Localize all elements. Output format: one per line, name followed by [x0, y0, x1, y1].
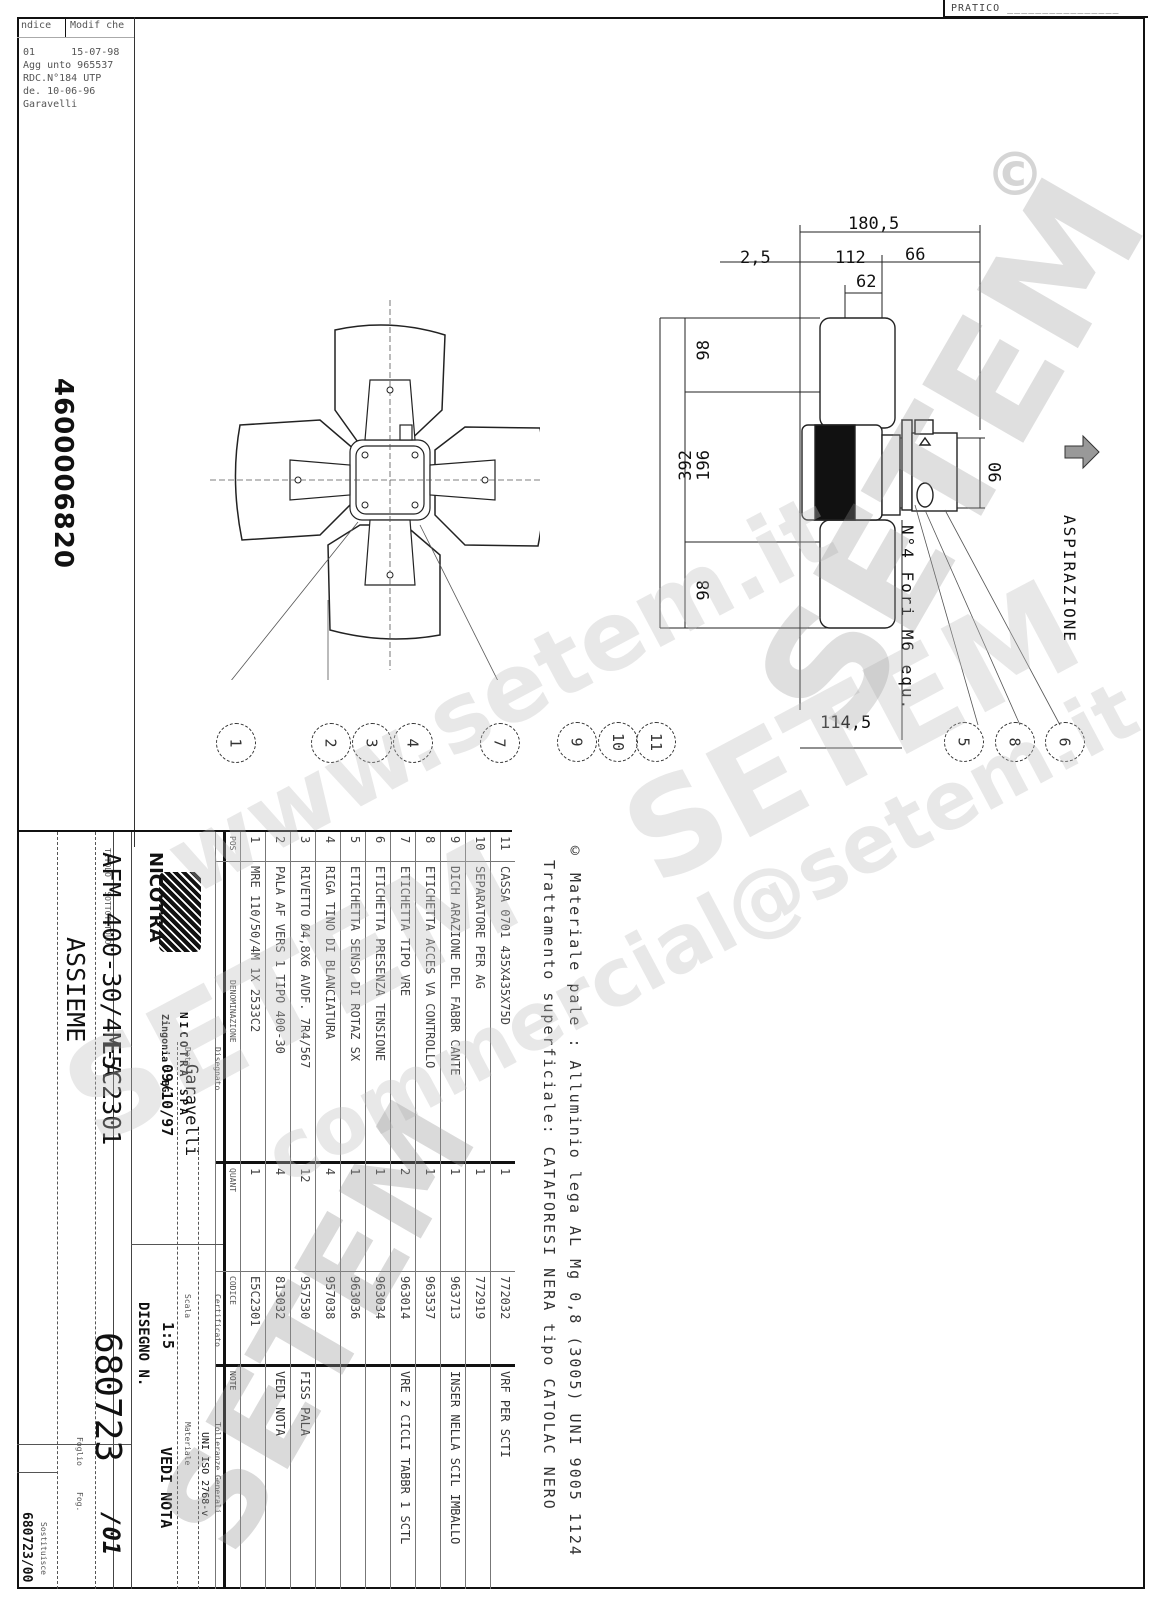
fan-front-view: [210, 300, 540, 680]
bom-row: 6 ETICHETTA PRESENZA TENSIONE 1 963034: [365, 832, 390, 1589]
balloon-9: 9: [557, 722, 597, 762]
bom-row: 7 ETICHETTA TIPO VRE 2 963014 VRE 2 CICL…: [390, 832, 415, 1589]
bom-row: 9 DICH ARAZIONE DEL FABBR CANTE 1 963713…: [440, 832, 465, 1589]
drawing-number: 680723: [87, 1332, 128, 1463]
scale-label: Scala: [183, 1294, 192, 1319]
logo-text: NICOTRA: [145, 852, 166, 943]
dim-motor: 66: [905, 245, 926, 265]
revision-line: Garavelli: [23, 99, 78, 110]
date-label: Data: [183, 1047, 192, 1067]
revision-line: Agg unto 965537: [23, 60, 114, 71]
bom-row: 1 MRE 110/50/4M 1X 2533C2 1 E5C2301: [240, 832, 265, 1589]
sheet-label: Foglio: [75, 1437, 84, 1466]
dim-blade-bottom: 98: [694, 580, 714, 601]
certification-label: Certificato: [213, 1294, 222, 1347]
bom-row: 5 ETICHETTA SENSO DI ROTAZ SX 1 963036: [340, 832, 365, 1589]
bom-row: 2 PALA AF VERS 1 TIPO 400-30 4 813032 VE…: [265, 832, 290, 1589]
dim-blade-top: 98: [694, 340, 714, 361]
dim-hub-diameter: 196: [694, 450, 714, 481]
revision-index-header: ndice: [17, 17, 66, 37]
material-label: Materiale: [183, 1422, 192, 1466]
company-logo-icon: [159, 872, 201, 952]
dim-inner: 62: [856, 272, 877, 292]
balloon-2: 2: [311, 723, 351, 763]
revision-changes-header: Modif che: [70, 20, 125, 31]
pratico-box: PRATICO ________________: [943, 0, 1148, 18]
sheet-suffix: /01: [97, 1512, 125, 1556]
dim-box-height: 90: [986, 462, 1006, 483]
treatment-note: Trattamento superficiale: CATAFORESI NER…: [540, 860, 558, 1511]
balloon-10: 10: [598, 722, 638, 762]
drawing-number-label: DISEGNO N.: [135, 1302, 151, 1387]
dim-total-diameter: 392: [676, 450, 696, 481]
balloon-4: 4: [393, 723, 433, 763]
designer-label: Disegnato: [213, 1047, 222, 1091]
tolerance-label: Tolleranze Generali: [213, 1422, 222, 1514]
balloon-1: 1: [216, 723, 256, 763]
bom-header-row: POS DENOMINAZIONE QUANT CODICE NOTE: [215, 832, 240, 1589]
company-name: NICOTRA SPA: [177, 1012, 190, 1118]
balloon-6: 6: [1045, 722, 1085, 762]
title-table-area: [17, 830, 512, 1589]
balloon-5: 5: [944, 722, 984, 762]
drawing-frame: [17, 17, 1145, 1589]
bom-row: 10 SEPARATORE PER AG 1 772919: [465, 832, 490, 1589]
model-name: AFM 400-30/4M-A: [97, 852, 126, 1078]
bom-row: 8 ETICHETTA ACCES VA CONTROLLO 1 963537: [415, 832, 440, 1589]
model-code: E5C2301: [97, 1040, 126, 1146]
balloon-7: 7: [480, 723, 520, 763]
drawing-subtitle: ASSIEME: [61, 937, 90, 1043]
replaces-value: 680723/00: [19, 1512, 34, 1583]
company-location: Zingonia - BG: [159, 1014, 170, 1093]
airflow-label: ASPIRAZIONE: [1060, 515, 1079, 643]
revision-date: 15-07-98: [71, 47, 120, 58]
bom-row: 4 RIGA TINO DI BLANCIATURA 4 957038: [315, 832, 340, 1589]
material-value: VEDI NOTA: [157, 1447, 175, 1529]
mount-holes-note: N°4 Fori M6 equ.: [898, 525, 917, 712]
material-note: © Materiale pale : Alluminio lega AL Mg …: [566, 842, 584, 1557]
balloon-8: 8: [995, 722, 1035, 762]
fan-side-view: [659, 225, 1100, 749]
tolerance-value: UNI ISO 2768-v: [199, 1432, 210, 1517]
dim-hub: 112: [835, 248, 866, 268]
revision-line: RDC.N°184 UTP: [23, 73, 102, 84]
revision-index: 01: [23, 47, 36, 58]
title-label: TITOLO - SOTTOTITOLO: [103, 848, 112, 945]
replaces-label: Sostituisce: [39, 1522, 48, 1575]
drawing-date: 09/10/97: [158, 1064, 176, 1137]
drawing-scale: 1:5: [159, 1322, 177, 1350]
revision-box: ndice Modif che 01 15-07-98 Agg unto 965…: [17, 17, 135, 847]
title-block: NICOTRA NICOTRA SPA Zingonia - BG TITOLO…: [17, 832, 223, 1589]
part-number: 4600006820: [48, 378, 78, 569]
dim-bottom: 114,5: [820, 713, 872, 733]
bill-of-materials: 11 CASSA 0701 435X435X75D 1 772032 VRF P…: [215, 832, 515, 1589]
dim-offset: 2,5: [740, 248, 771, 268]
bom-row: 3 RIVETTO Ø4,8X6 AVDF. 7R4/567 12 957530…: [290, 832, 315, 1589]
bom-row: 11 CASSA 0701 435X435X75D 1 772032 VRF P…: [490, 832, 515, 1589]
revision-line: de. 10-06-96: [23, 86, 96, 97]
designer-name: Garavelli: [181, 1064, 201, 1157]
sheets-label: Fog.: [75, 1492, 84, 1512]
dim-overall-depth: 180,5: [848, 214, 900, 234]
balloon-3: 3: [352, 723, 392, 763]
balloon-11: 11: [636, 722, 676, 762]
